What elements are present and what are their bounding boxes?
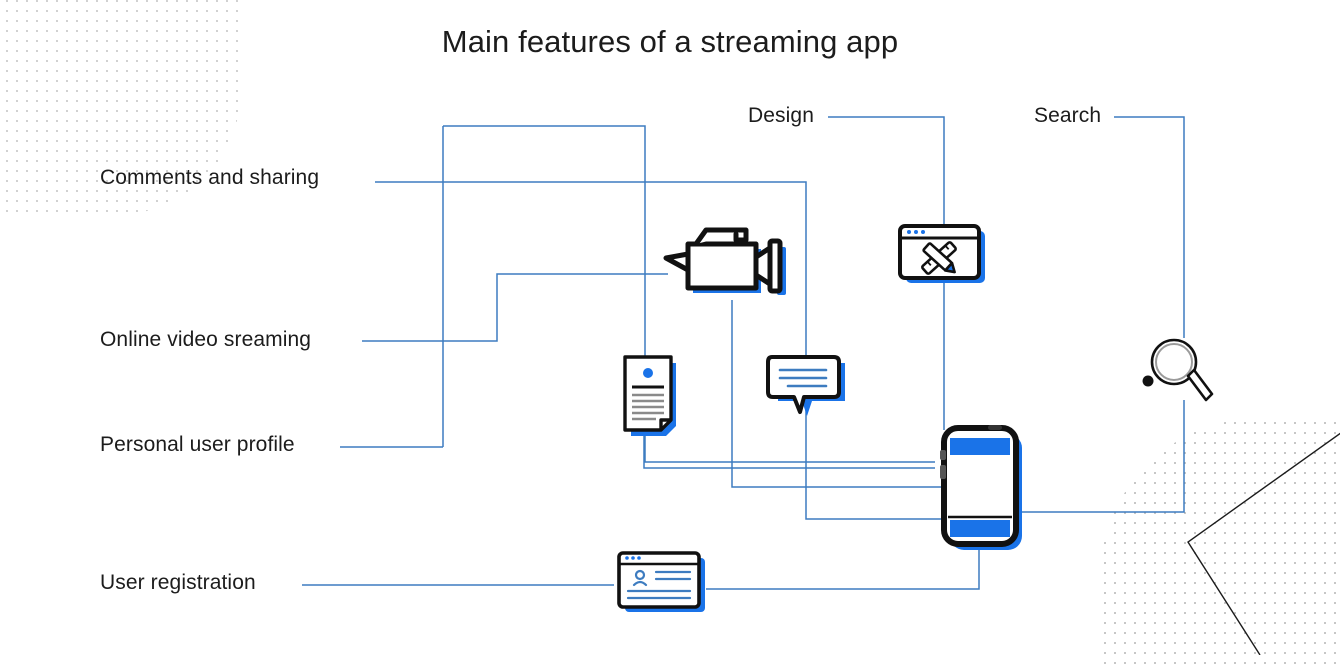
label-user-registration[interactable]: User registration (100, 571, 256, 594)
label-personal-user-profile[interactable]: Personal user profile (100, 433, 295, 456)
user-profile-document-icon[interactable] (620, 354, 682, 440)
dotted-pattern-top-left (0, 0, 240, 214)
smartphone-icon[interactable] (936, 424, 1028, 554)
video-camera-icon[interactable] (660, 226, 786, 306)
label-comments-and-sharing[interactable]: Comments and sharing (100, 166, 320, 189)
registration-form-window-icon[interactable] (616, 550, 712, 616)
label-search[interactable]: Search (1034, 104, 1102, 127)
label-online-video-streaming[interactable]: Online video sreaming (100, 328, 312, 351)
page-title: Main features of a streaming app (441, 24, 899, 59)
corner-accent-line (1187, 432, 1340, 655)
label-design[interactable]: Design (748, 104, 814, 127)
connector-lines (302, 116, 1185, 590)
magnifying-glass-icon[interactable] (1142, 336, 1218, 406)
comment-speech-bubble-icon[interactable] (766, 354, 850, 426)
browser-design-tools-icon[interactable] (898, 224, 990, 286)
